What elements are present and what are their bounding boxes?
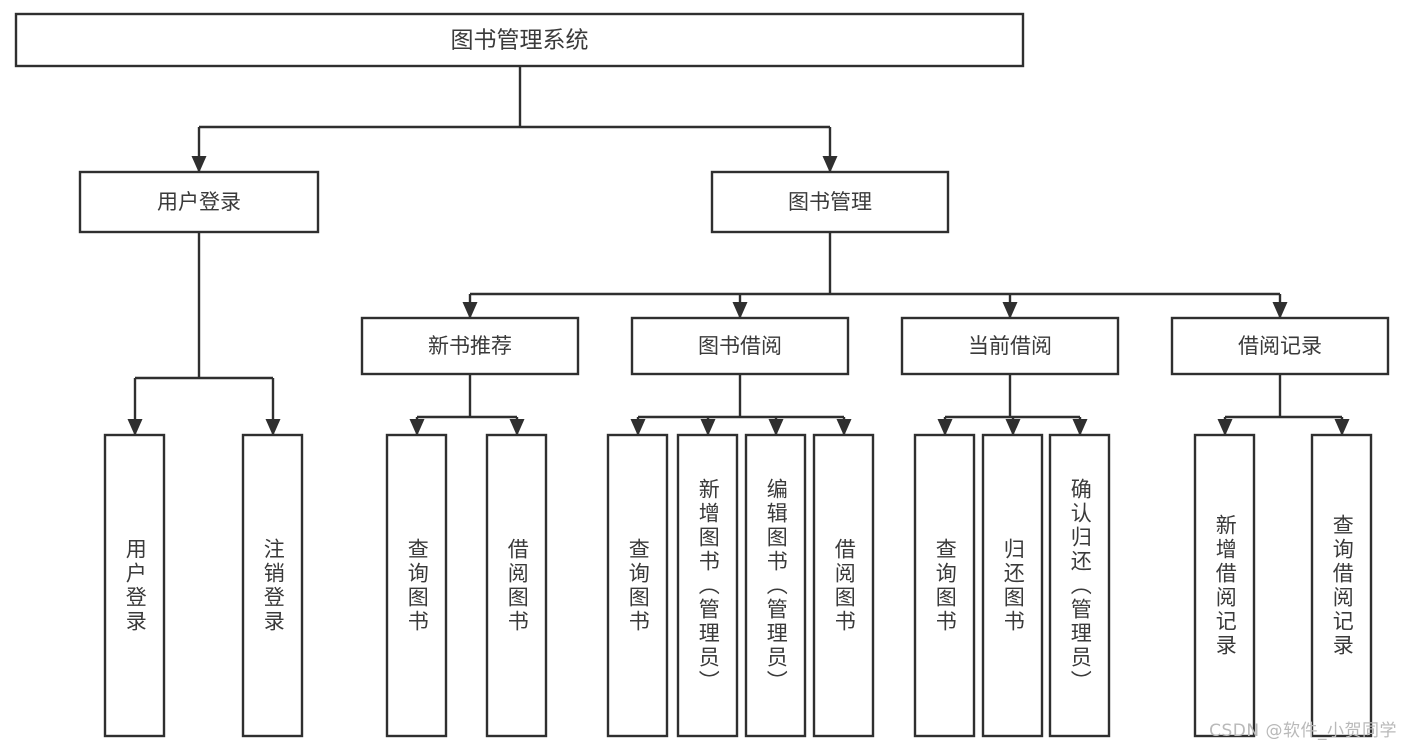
edge-arrowhead (1217, 419, 1233, 436)
node-label: 图书管理系统 (451, 28, 589, 54)
edge-arrowhead (1334, 419, 1350, 436)
node-leaf-query-book-3[interactable] (913, 433, 976, 738)
edge-arrowhead (409, 419, 425, 436)
node-root[interactable]: 图书管理系统 (14, 12, 1025, 68)
node-box[interactable] (900, 316, 1120, 376)
node-leaf-edit-book-admin[interactable] (744, 433, 807, 738)
node-label: 新书推荐 (428, 334, 512, 358)
node-leaf-query-book-2[interactable] (606, 433, 669, 738)
node-leaf-query-borrow-record[interactable] (1310, 433, 1373, 738)
node-book-management[interactable]: 图书管理 (710, 170, 950, 234)
node-user-login[interactable]: 用户登录 (78, 170, 320, 234)
edge-arrowhead (937, 419, 953, 436)
node-box[interactable] (913, 433, 976, 738)
node-new-book-recommend[interactable]: 新书推荐 (360, 316, 580, 376)
node-box[interactable] (1048, 433, 1111, 738)
node-box[interactable] (78, 170, 320, 234)
node-box[interactable] (744, 433, 807, 738)
edge-arrowhead (700, 419, 716, 436)
edge-arrowhead (191, 156, 207, 173)
node-box[interactable] (1170, 316, 1390, 376)
node-leaf-add-book-admin[interactable] (676, 433, 739, 738)
node-label: 图书借阅 (698, 334, 782, 358)
edge-arrowhead (1272, 302, 1288, 319)
edge-arrowhead (768, 419, 784, 436)
node-leaf-user-login[interactable] (103, 433, 166, 738)
node-leaf-return-book[interactable] (981, 433, 1044, 738)
node-box[interactable] (676, 433, 739, 738)
node-borrow-record[interactable]: 借阅记录 (1170, 316, 1390, 376)
edge-arrowhead (836, 419, 852, 436)
edge-arrowhead (822, 156, 838, 173)
edge-arrowhead (127, 419, 143, 436)
node-leaf-borrow-book-2[interactable] (812, 433, 875, 738)
edge-arrowhead (1005, 419, 1021, 436)
edge-arrowhead (732, 302, 748, 319)
node-box[interactable] (606, 433, 669, 738)
node-current-borrow[interactable]: 当前借阅 (900, 316, 1120, 376)
node-box[interactable] (1193, 433, 1256, 738)
node-box[interactable] (241, 433, 304, 738)
node-box[interactable] (630, 316, 850, 376)
node-label: 图书管理 (788, 190, 872, 214)
node-label: 用户登录 (157, 190, 241, 214)
node-box[interactable] (385, 433, 448, 738)
node-box[interactable] (360, 316, 580, 376)
edge-arrowhead (1072, 419, 1088, 436)
edge-arrowhead (630, 419, 646, 436)
node-label: 当前借阅 (968, 334, 1052, 358)
node-box[interactable] (103, 433, 166, 738)
edge-arrowhead (509, 419, 525, 436)
edge-arrowhead (1002, 302, 1018, 319)
node-book-borrow[interactable]: 图书借阅 (630, 316, 850, 376)
node-leaf-add-borrow-record[interactable] (1193, 433, 1256, 738)
node-box[interactable] (710, 170, 950, 234)
node-box[interactable] (485, 433, 548, 738)
node-box[interactable] (14, 12, 1025, 68)
node-leaf-confirm-return-admin[interactable] (1048, 433, 1111, 738)
edge-arrowhead (265, 419, 281, 436)
edge-arrowhead (462, 302, 478, 319)
node-box[interactable] (981, 433, 1044, 738)
node-leaf-borrow-book-1[interactable] (485, 433, 548, 738)
node-box[interactable] (812, 433, 875, 738)
node-leaf-query-book-1[interactable] (385, 433, 448, 738)
node-box[interactable] (1310, 433, 1373, 738)
node-leaf-user-logout[interactable] (241, 433, 304, 738)
node-label: 借阅记录 (1238, 334, 1322, 358)
